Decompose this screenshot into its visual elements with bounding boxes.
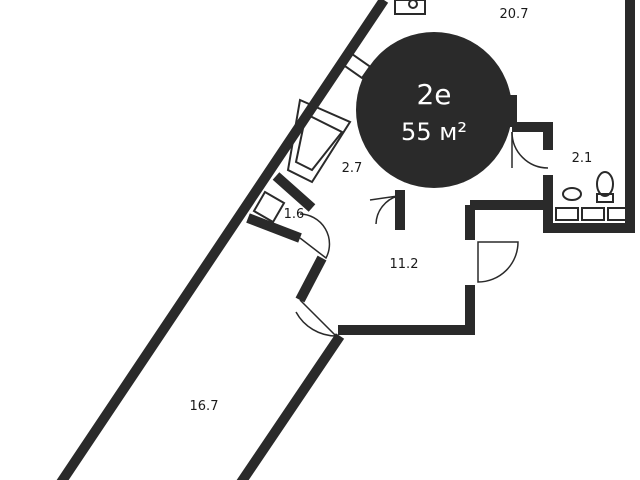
door-swing-bath bbox=[369, 195, 399, 225]
bathtub-icon bbox=[286, 98, 352, 184]
wc-shelf-3 bbox=[607, 207, 627, 221]
interior-wall-diagonal bbox=[236, 333, 345, 480]
wc-shelf-1 bbox=[555, 207, 579, 221]
door-swing-room bbox=[295, 299, 338, 337]
door-swing-wc bbox=[511, 131, 549, 169]
hallway-wall-right bbox=[338, 285, 475, 335]
hall-left-stub bbox=[295, 255, 327, 303]
door-swing-closet bbox=[299, 213, 331, 260]
room-area-hallway: 11.2 bbox=[390, 257, 419, 272]
room-area-bathroom: 2.7 bbox=[342, 161, 363, 176]
walls bbox=[56, 0, 635, 480]
fixtures bbox=[252, 0, 627, 224]
closet-partition bbox=[246, 213, 302, 243]
toilet-icon bbox=[596, 171, 614, 197]
bathtub-inner bbox=[294, 112, 344, 172]
room-area-loggia-room: 16.7 bbox=[190, 399, 219, 414]
doors bbox=[295, 131, 549, 337]
sink-icon bbox=[408, 0, 418, 9]
exterior-wall-diagonal bbox=[56, 0, 389, 480]
room-area-toilet: 2.1 bbox=[572, 151, 593, 166]
unit-type-label: 2е bbox=[416, 78, 451, 111]
door-swing-hall bbox=[477, 241, 519, 283]
room-area-top-right: 20.7 bbox=[500, 7, 529, 22]
kitchen-counter bbox=[394, 0, 426, 15]
room-labels: 20.7 2.7 1.6 2.1 11.2 16.7 bbox=[190, 7, 593, 414]
washbasin-icon bbox=[562, 187, 582, 201]
badge-circle bbox=[356, 32, 512, 188]
toilet-tank bbox=[596, 193, 614, 203]
unit-badge: 2е 55 м² bbox=[356, 32, 512, 188]
wc-shelf-2 bbox=[581, 207, 605, 221]
unit-area-label: 55 м² bbox=[401, 118, 467, 146]
room-area-closet: 1.6 bbox=[284, 207, 305, 222]
washer-icon bbox=[252, 190, 286, 224]
wc-wall-top bbox=[512, 122, 553, 150]
bath-partition bbox=[272, 172, 316, 212]
wc-wall-outer bbox=[470, 0, 635, 233]
